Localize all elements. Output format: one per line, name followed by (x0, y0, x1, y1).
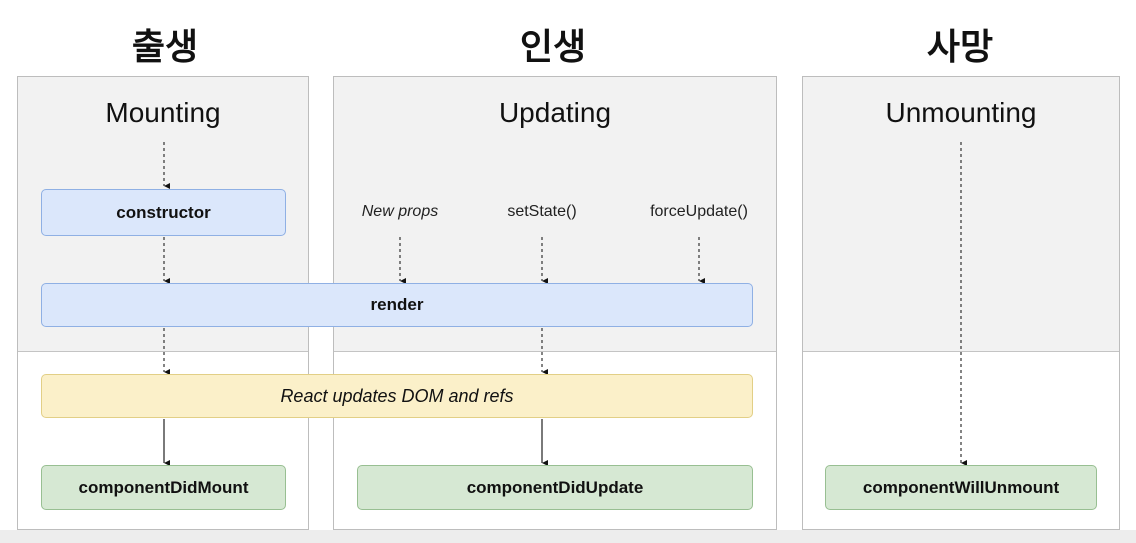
component-did-update-box: componentDidUpdate (357, 465, 753, 510)
trigger-force-update: forceUpdate() (650, 203, 748, 220)
trigger-set-state: setState() (507, 203, 577, 220)
react-updates-box: React updates DOM and refs (41, 374, 753, 418)
phase-heading-birth: 출생 (131, 27, 199, 68)
updating-title: Updating (498, 97, 612, 128)
component-did-mount-box: componentDidMount (41, 465, 286, 510)
unmounting-panel: Unmounting (802, 76, 1120, 530)
phase-heading-life: 인생 (519, 27, 587, 68)
phase-heading-death: 사망 (926, 27, 994, 68)
trigger-new-props: New props (361, 203, 439, 220)
bottom-strip (0, 530, 1136, 543)
unmounting-title: Unmounting (885, 97, 1037, 128)
render-box: render (41, 283, 753, 327)
constructor-box: constructor (41, 189, 286, 236)
component-will-unmount-box: componentWillUnmount (825, 465, 1097, 510)
mounting-title: Mounting (105, 97, 221, 128)
